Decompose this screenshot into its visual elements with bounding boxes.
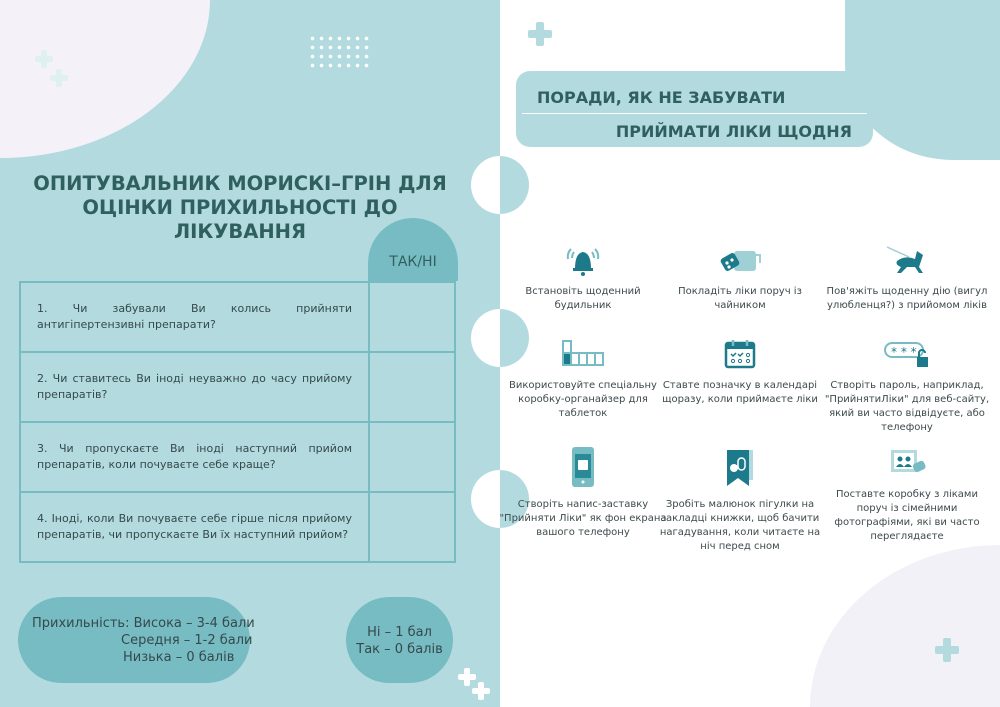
tip-text: Покладіть ліки поруч із чайником	[678, 286, 802, 311]
decor-circle	[471, 470, 529, 528]
tip-item: * * * Створіть пароль, наприклад, "Прийн…	[822, 337, 992, 435]
question: 3. Чи пропускаєте Ви іноді наступний при…	[19, 421, 370, 493]
tip-text: Встановіть щоденний будильник	[525, 286, 641, 311]
decor-circle	[471, 309, 529, 367]
tip-item: Встановіть щоденний будильник	[498, 243, 668, 313]
pill-organizer-icon	[562, 340, 604, 366]
tip-text: Зробіть малюнок пігулки на закладці книж…	[659, 499, 821, 552]
bookmark-pill-icon	[727, 450, 753, 486]
divider	[522, 113, 867, 114]
tip-text: Створіть пароль, наприклад, "ПрийнятиЛік…	[824, 380, 990, 433]
tip-item: Покладіть ліки поруч із чайником	[655, 243, 825, 313]
table-row: 1. Чи забували Ви колись прийняти антигі…	[19, 281, 456, 353]
phone-icon	[572, 447, 594, 487]
scoring-legend: Ні – 1 бал Так – 0 балів	[346, 597, 453, 683]
decor-blob	[0, 0, 210, 158]
table-row: 3. Чи пропускаєте Ви іноді наступний при…	[19, 421, 456, 493]
tips-title-line2: ПРИЙМАТИ ЛІКИ ЩОДНЯ	[615, 122, 852, 141]
table-row: 4. Іноді, коли Ви почуваєте себе гірше п…	[19, 491, 456, 563]
plus-icon	[35, 50, 53, 68]
table-row: 2. Чи ставитесь Ви іноді неуважно до час…	[19, 351, 456, 423]
adherence-high: Прихильність: Висока – 3-4 бали	[32, 616, 255, 631]
tip-item: Зробіть малюнок пігулки на закладці книж…	[655, 446, 825, 554]
plus-icon	[458, 668, 476, 686]
decor-blob	[810, 545, 1000, 707]
password-lock-icon: * * *	[884, 342, 928, 367]
answer-cell[interactable]	[368, 281, 456, 353]
tip-text: Створіть напис-заставку "Прийняти Ліки" …	[499, 499, 667, 538]
questionnaire-table: 1. Чи забували Ви колись прийняти антигі…	[19, 281, 456, 563]
tip-text: Використовуйте спеціальну коробку-органа…	[509, 380, 657, 419]
dot-grid	[308, 34, 372, 68]
question: 4. Іноді, коли Ви почуваєте себе гірше п…	[19, 491, 370, 563]
score-no: Ні – 1 бал	[367, 625, 432, 640]
answer-cell[interactable]	[368, 351, 456, 423]
answer-header: ТАК/НІ	[389, 254, 437, 270]
calendar-icon	[724, 340, 756, 369]
tip-item: Створіть напис-заставку "Прийняти Ліки" …	[498, 446, 668, 540]
adherence-legend: Прихильність: Висока – 3-4 бали Середня …	[18, 597, 255, 683]
answer-cell[interactable]	[368, 421, 456, 493]
tips-title-line1: ПОРАДИ, ЯК НЕ ЗАБУВАТИ	[537, 88, 786, 107]
page-title: ОПИТУВАЛЬНИК МОРИСКІ–ГРІН ДЛЯ ОЦІНКИ ПРИ…	[33, 172, 447, 243]
tip-item: Пов'яжіть щоденну дію (вигул улюбленця?)…	[822, 243, 992, 313]
tips-header: ПОРАДИ, ЯК НЕ ЗАБУВАТИ ПРИЙМАТИ ЛІКИ ЩОД…	[516, 71, 873, 147]
tip-text: Пов'яжіть щоденну дію (вигул улюбленця?)…	[826, 286, 988, 311]
pills-kettle-icon	[720, 251, 761, 271]
plus-icon	[472, 682, 490, 700]
question: 1. Чи забували Ви колись прийняти антигі…	[19, 281, 370, 353]
answer-header-circle	[368, 218, 458, 281]
tip-item: Поставте коробку з ліками поруч із сімей…	[822, 446, 992, 544]
tip-text: Ставте позначку в календарі щоразу, коли…	[662, 380, 818, 405]
svg-text:* * *: * * *	[891, 345, 917, 359]
plus-icon	[50, 69, 68, 87]
plus-icon	[935, 638, 959, 662]
plus-icon	[528, 22, 552, 46]
answer-cell[interactable]	[368, 491, 456, 563]
adherence-low: Низька – 0 балів	[123, 650, 235, 665]
score-yes: Так – 0 балів	[356, 642, 443, 657]
tip-item: Ставте позначку в календарі щоразу, коли…	[655, 337, 825, 407]
question: 2. Чи ставитесь Ви іноді неуважно до час…	[19, 351, 370, 423]
adherence-medium: Середня – 1-2 бали	[121, 633, 253, 648]
alarm-bell-icon	[566, 248, 600, 276]
tip-item: Використовуйте спеціальну коробку-органа…	[498, 337, 668, 421]
family-photo-icon	[891, 450, 926, 473]
decor-circle	[471, 156, 529, 214]
questionnaire-panel: ОПИТУВАЛЬНИК МОРИСКІ–ГРІН ДЛЯ ОЦІНКИ ПРИ…	[0, 0, 500, 707]
tip-text: Поставте коробку з ліками поруч із сімей…	[834, 489, 980, 542]
dog-icon	[886, 246, 923, 273]
